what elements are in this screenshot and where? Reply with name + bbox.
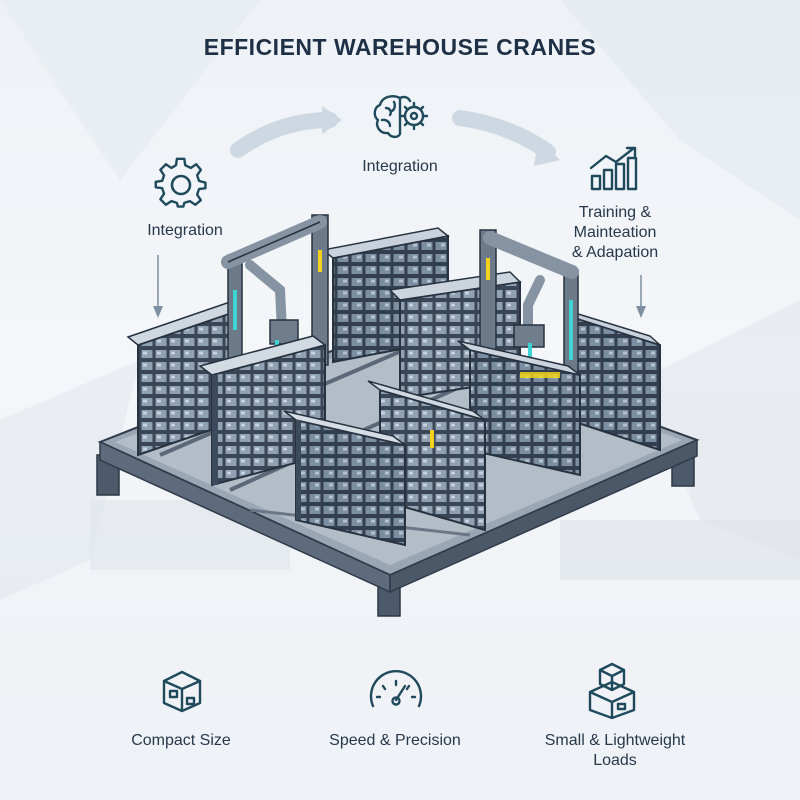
box-icon xyxy=(162,670,202,713)
page-title: EFFICIENT WAREHOUSE CRANES xyxy=(203,34,597,60)
rack-mid-right xyxy=(457,340,581,477)
feature-label-loads: Small & Lightweight Loads xyxy=(544,732,686,769)
step-label-top: Integration xyxy=(362,158,438,175)
gear-icon xyxy=(154,157,207,208)
crane-left xyxy=(221,214,329,376)
feature-label-speed: Speed & Precision xyxy=(329,732,461,749)
step-label-left: Integration xyxy=(147,222,223,239)
brain-gear-icon xyxy=(373,95,429,139)
rack-front xyxy=(283,410,406,547)
stacked-boxes-icon xyxy=(588,662,636,720)
growth-chart-icon xyxy=(589,146,638,191)
step-label-right: Training & Mainteation & Adapation xyxy=(571,204,659,261)
feature-label-compact: Compact Size xyxy=(131,732,231,749)
crane-right xyxy=(479,229,579,381)
speedometer-icon xyxy=(369,670,423,708)
